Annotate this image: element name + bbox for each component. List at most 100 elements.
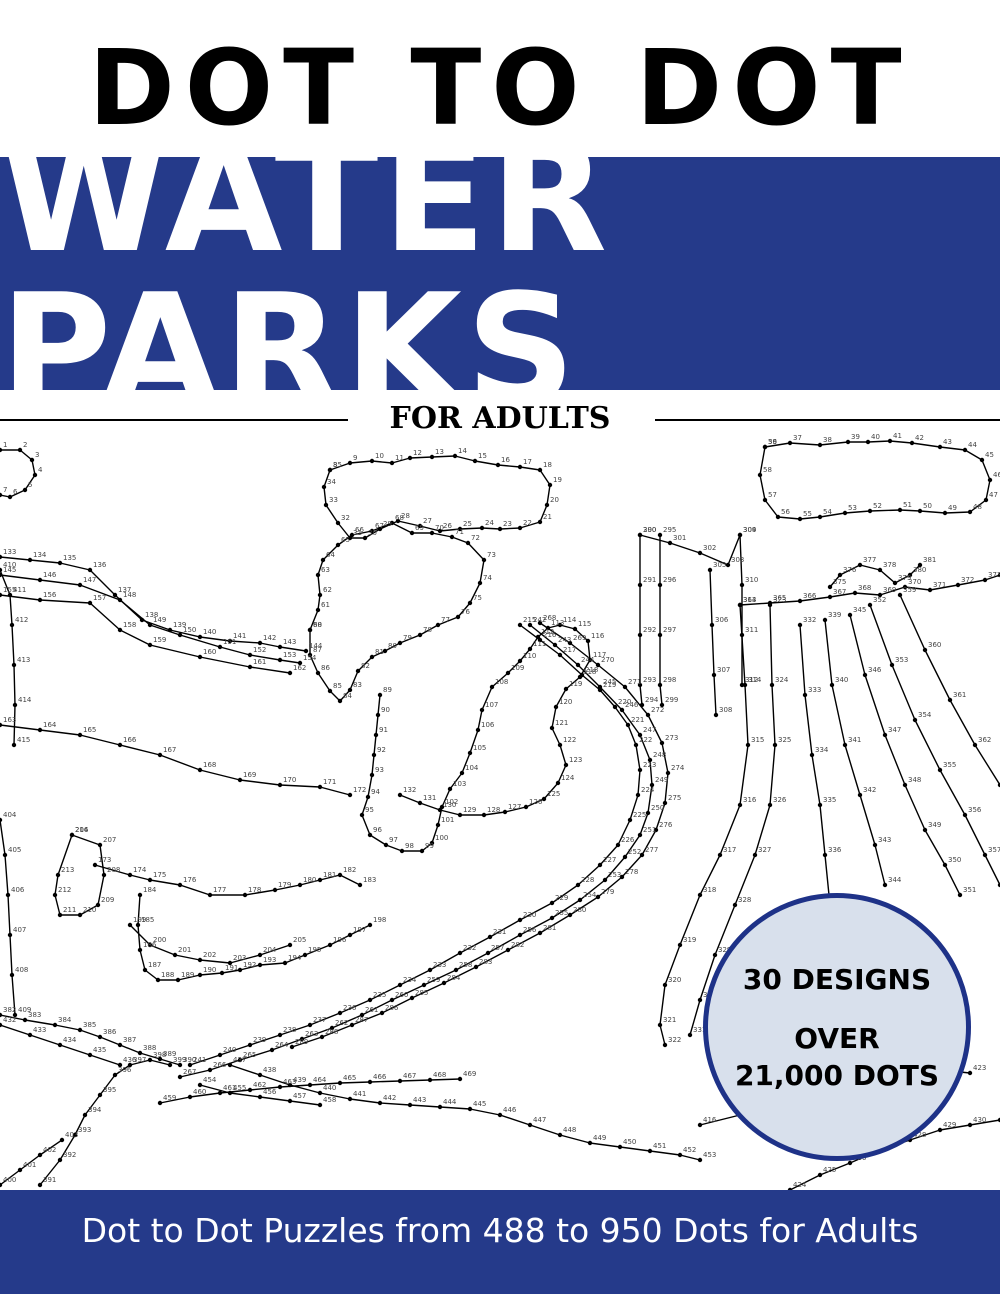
artwork-dot: [427, 967, 433, 973]
artwork-dot: [197, 957, 203, 963]
artwork-dot-label: 385: [83, 1021, 96, 1029]
artwork-dot-label: 428: [913, 1131, 926, 1139]
artwork-dot-label: 168: [203, 761, 216, 769]
artwork-line: [0, 1139, 63, 1186]
artwork-dot: [697, 892, 703, 898]
artwork-dot: [585, 638, 591, 644]
artwork-dot-label: 73: [487, 551, 496, 559]
artwork-dot-label: 245: [603, 678, 616, 686]
artwork-dot: [587, 1140, 593, 1146]
artwork-dot-label: 197: [353, 926, 366, 934]
artwork-dot: [409, 530, 415, 536]
artwork-dot: [0, 554, 3, 560]
artwork-dot: [257, 1094, 263, 1100]
artwork-dot: [257, 952, 263, 958]
artwork-dot-label: 333: [808, 686, 821, 694]
artwork-dot: [452, 453, 458, 459]
artwork-dot-label: 54: [823, 508, 832, 516]
artwork-line: [799, 624, 836, 936]
artwork-dot-label: 110: [523, 652, 536, 660]
artwork-dot: [437, 1104, 443, 1110]
artwork-dot: [817, 802, 823, 808]
artwork-dot: [57, 912, 63, 918]
artwork-dot: [877, 567, 883, 573]
artwork-dot: [117, 627, 123, 633]
artwork-dot-label: 361: [953, 691, 966, 699]
artwork-dot: [473, 964, 479, 970]
artwork-dot: [615, 842, 621, 848]
artwork-dot-label: 360: [928, 641, 941, 649]
artwork-line: [739, 534, 743, 685]
artwork-dot: [917, 562, 923, 568]
artwork-dot: [527, 646, 533, 652]
artwork-dot: [822, 617, 828, 623]
artwork-dot: [637, 632, 643, 638]
artwork-dot: [922, 647, 928, 653]
artwork-dot: [892, 580, 898, 586]
artwork-dots: [0, 438, 1000, 1190]
artwork-dot-label: 14: [458, 447, 467, 455]
artwork-dot: [7, 932, 13, 938]
artwork-dot-label: 121: [555, 719, 568, 727]
artwork-dot: [197, 654, 203, 660]
artwork-dot-label: 444: [443, 1098, 457, 1106]
artwork-dot: [557, 742, 563, 748]
artwork-dot-label: 429: [943, 1121, 956, 1129]
artwork-dot-label: 339: [828, 611, 841, 619]
artwork-dot: [187, 1062, 193, 1068]
artwork-dot: [315, 607, 321, 613]
artwork-dot: [709, 622, 715, 628]
artwork-line: [179, 624, 653, 1078]
artwork-dot: [942, 510, 948, 516]
artwork-dot-label: 292: [643, 626, 656, 634]
artwork-dot-label: 174: [133, 866, 147, 874]
artwork-dot: [0, 572, 3, 578]
artwork-dot-label: 9: [353, 454, 357, 462]
artwork-dot-label: 281: [543, 924, 556, 932]
artwork-dot-label: 62: [323, 586, 332, 594]
artwork-dot-label: 279: [601, 888, 614, 896]
artwork-dot: [359, 812, 365, 818]
artwork-dot: [739, 632, 745, 638]
artwork-dot: [365, 794, 371, 800]
artwork-dot-label: 113: [551, 619, 564, 627]
artwork-dot-label: 336: [828, 846, 842, 854]
artwork-dot-label: 256: [523, 926, 537, 934]
artwork-dot-label: 196: [333, 936, 347, 944]
artwork-dot-label: 307: [717, 666, 730, 674]
artwork-line: [824, 619, 886, 886]
artwork-dot: [907, 572, 913, 578]
artwork-dot: [557, 652, 563, 658]
artwork-dot-label: 454: [203, 1076, 217, 1084]
artwork-dot-label: 23: [503, 520, 512, 528]
artwork-dot-label: 66: [355, 526, 364, 534]
artwork-dot-label: 13: [435, 448, 444, 456]
artwork-dot-label: 370: [908, 578, 921, 586]
artwork-dot: [337, 872, 343, 878]
artwork-dot: [0, 817, 3, 823]
artwork-dot: [197, 1082, 203, 1088]
artwork-dot: [479, 525, 485, 531]
artwork-dot: [449, 534, 455, 540]
artwork-dot-label: 50: [923, 502, 932, 510]
artwork-dot-label: 458: [323, 1096, 336, 1104]
artwork-dot: [717, 852, 723, 858]
artwork-dot-label: 157: [93, 594, 106, 602]
artwork-dot-label: 430: [973, 1116, 986, 1124]
artwork-dot-label: 47: [989, 491, 998, 499]
artwork-dot-label: 312: [745, 676, 758, 684]
artwork-dot-label: 282: [511, 941, 524, 949]
artwork-dot: [97, 842, 103, 848]
artwork-dot-label: 130: [443, 801, 456, 809]
artwork-dot: [577, 897, 583, 903]
artwork-dot: [597, 862, 603, 868]
artwork-dot: [547, 482, 553, 488]
artwork-dot-label: 340: [835, 676, 848, 684]
artwork-dot: [287, 1098, 293, 1104]
artwork-dot: [95, 902, 101, 908]
artwork-dot: [495, 462, 501, 468]
artwork-dot-label: 464: [313, 1076, 327, 1084]
artwork-dot-label: 453: [703, 1151, 716, 1159]
artwork-dot: [157, 752, 163, 758]
artwork-line: [39, 1059, 171, 1186]
